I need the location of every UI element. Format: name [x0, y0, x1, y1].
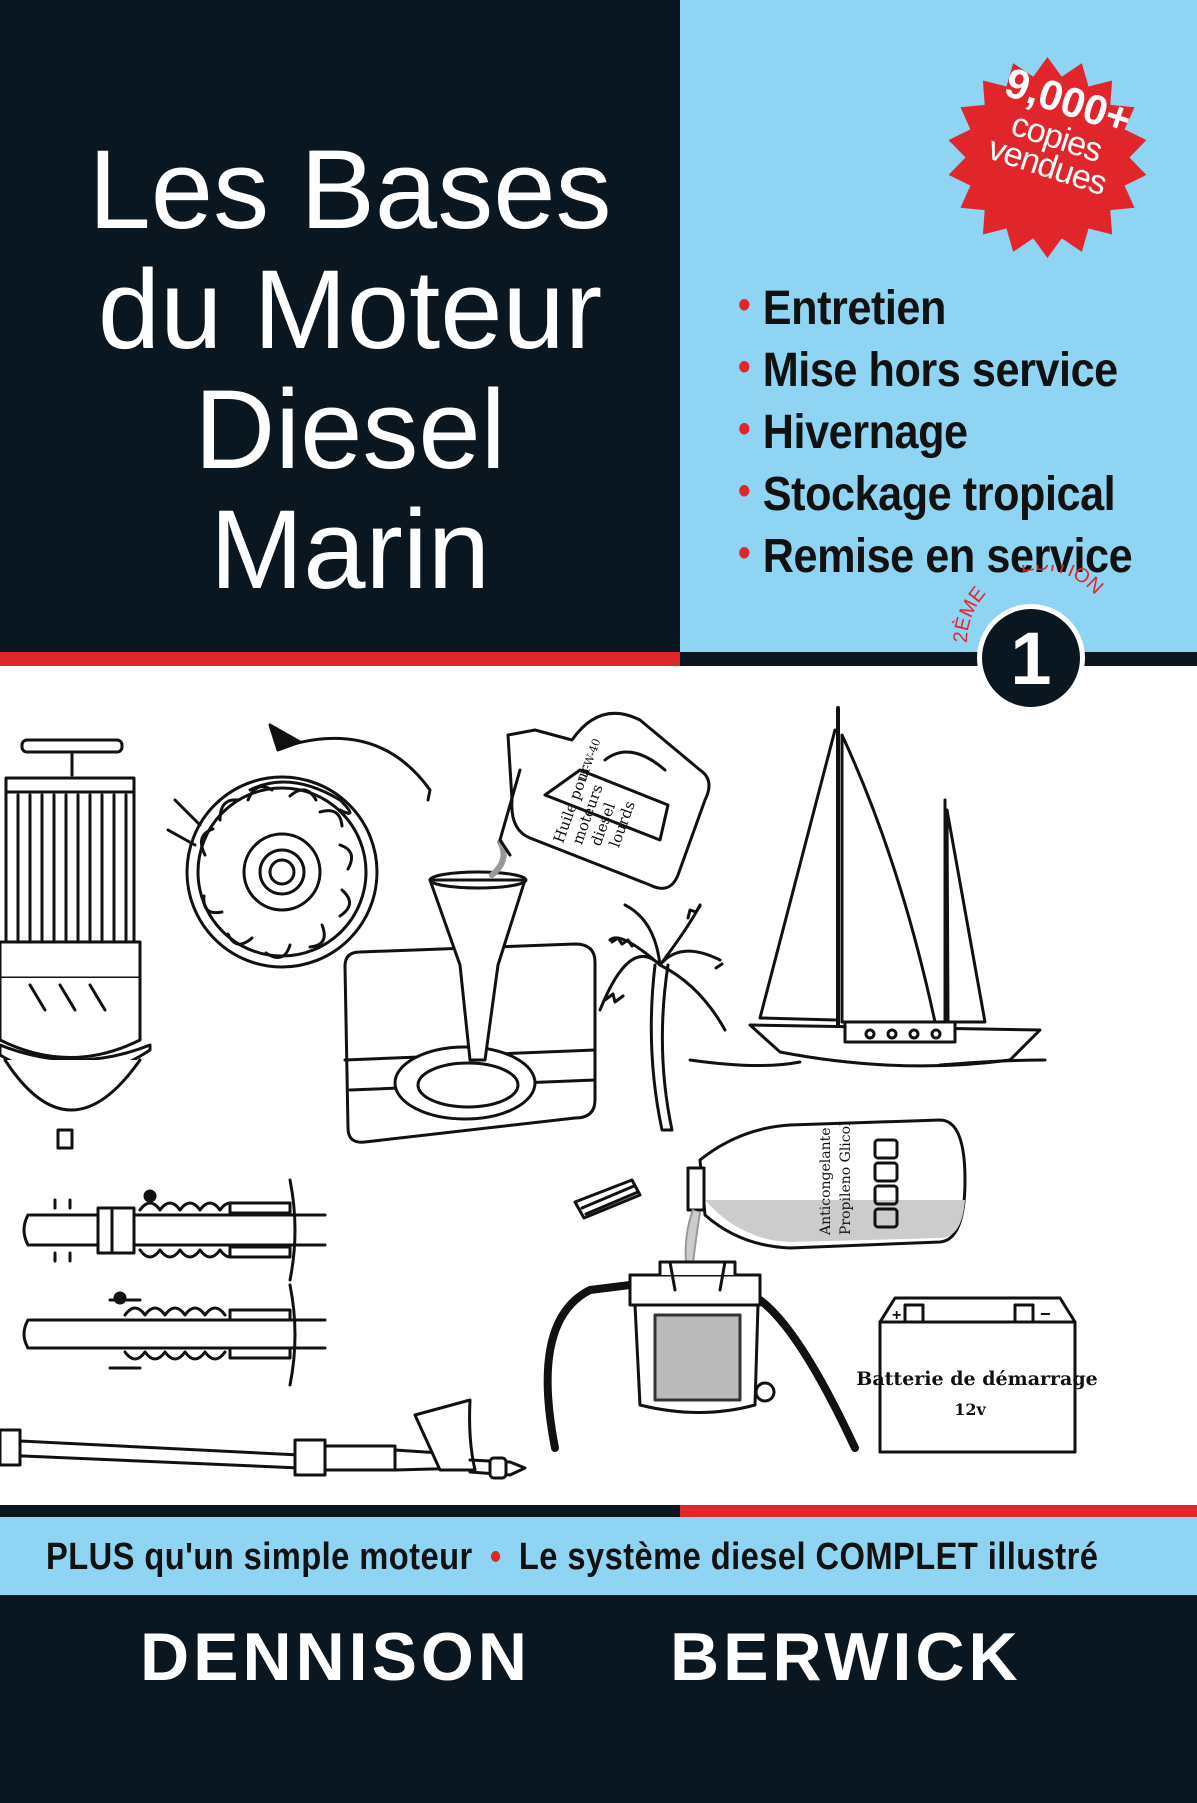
- author-name: BERWICK: [670, 1619, 1022, 1695]
- edition-label: 2ÈME EDITION: [950, 565, 1107, 643]
- dark-stripe-bottom: [0, 1505, 680, 1517]
- tagline: PLUS qu'un simple moteur • Le système dies…: [46, 1536, 1098, 1579]
- edition-label-right: EDITION: [1019, 565, 1107, 599]
- book-title: Les Bases du Moteur Diesel Marin: [20, 130, 680, 610]
- svg-text:EDITION: EDITION: [1019, 565, 1107, 599]
- bullet-dot-icon: •: [738, 407, 751, 451]
- feature-list: •Entretien •Mise hors service •Hivernage…: [738, 276, 1188, 586]
- bullet-dot-icon: •: [738, 283, 751, 327]
- tagline-left: PLUS qu'un simple moteur: [46, 1536, 473, 1578]
- shaft-seal-icon: [22, 1178, 327, 1282]
- list-item: •Remise en service: [738, 530, 1133, 583]
- antifreeze-label-line: Propileno Glicol: [838, 1121, 854, 1235]
- starburst-badge-icon: [948, 57, 1147, 258]
- title-line: Diesel: [194, 367, 506, 492]
- tagline-right: Le système diesel COMPLET illustré: [518, 1536, 1099, 1578]
- illustration-area: Huile pour moteurs diesel lourds 15-W-40: [0, 706, 1098, 1480]
- palm-tree-icon: [598, 903, 727, 1135]
- red-stripe-bottom: [680, 1505, 1197, 1517]
- title-panel: [0, 0, 680, 652]
- oil-can-icon: [343, 711, 711, 1144]
- tagline-bar: [0, 1517, 1197, 1595]
- fuel-filter-icon: [0, 738, 152, 1150]
- title-line: Marin: [209, 487, 491, 612]
- antifreeze-label-line: Anticongelante: [818, 1127, 834, 1236]
- brush-icon: [573, 1178, 642, 1220]
- list-item: •Stockage tropical: [738, 468, 1116, 521]
- battery-voltage: 12v: [954, 1400, 986, 1419]
- propeller-shaft-icon: [0, 1398, 527, 1480]
- water-strainer-icon: [543, 1260, 859, 1452]
- bullet-dot-icon: •: [738, 345, 751, 389]
- author-name: DENNISON: [140, 1619, 531, 1695]
- antifreeze-bottle-icon: [684, 1118, 967, 1291]
- red-stripe-top: [0, 652, 680, 666]
- edition-number: 1: [977, 604, 1085, 712]
- list-item: •Hivernage: [738, 406, 968, 459]
- tagline-separator: •: [489, 1536, 502, 1578]
- list-item: •Mise hors service: [738, 344, 1118, 397]
- impeller-icon: [166, 723, 432, 969]
- title-line: du Moteur: [97, 247, 603, 372]
- title-line: Les Bases: [88, 127, 612, 252]
- shaft-seal-icon: [22, 1283, 327, 1387]
- bullet-dot-icon: •: [738, 469, 751, 513]
- bullet-dot-icon: •: [738, 531, 751, 575]
- battery-label: Batterie de démarrage: [856, 1368, 1097, 1390]
- sailboat-icon: [688, 706, 1047, 1068]
- battery-minus: −: [1040, 1304, 1051, 1324]
- list-item: •Entretien: [738, 282, 946, 335]
- battery-plus: +: [892, 1307, 901, 1324]
- author-bar: [0, 1595, 1197, 1803]
- battery-icon: [878, 1296, 1077, 1454]
- dark-stripe-top: [680, 652, 1197, 666]
